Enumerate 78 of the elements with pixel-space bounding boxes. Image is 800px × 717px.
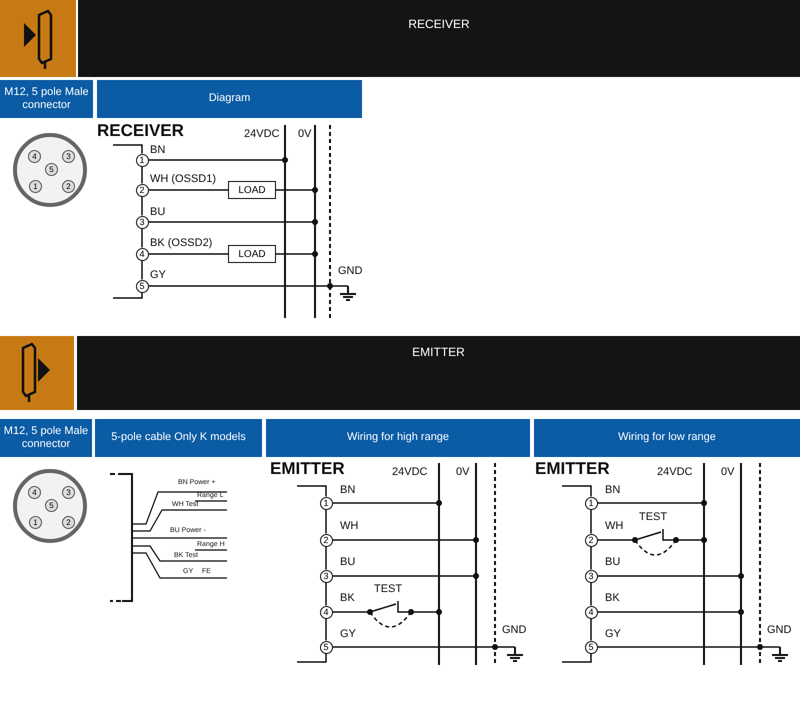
circuit-title: EMITTER bbox=[270, 460, 345, 477]
pin-number: 1 bbox=[29, 180, 42, 193]
column-header: M12, 5 pole Male connector bbox=[0, 80, 93, 118]
wire-label: BK bbox=[340, 593, 355, 604]
wire-label: BU bbox=[150, 207, 166, 218]
pin-number: 5 bbox=[584, 640, 598, 654]
pin-number: 2 bbox=[62, 516, 75, 529]
wire bbox=[141, 228, 143, 248]
pin-number: 2 bbox=[320, 534, 332, 546]
wire bbox=[141, 166, 143, 184]
wire bbox=[590, 510, 592, 534]
column-header: Wiring for high range bbox=[266, 419, 530, 457]
wire bbox=[590, 582, 592, 606]
switch-label: TEST bbox=[374, 584, 402, 595]
section-title-bar: EMITTER bbox=[77, 336, 800, 410]
wire-label: BK (OSSD2) bbox=[150, 238, 212, 249]
wire-label: GY bbox=[150, 270, 166, 281]
ground-label: GND bbox=[502, 625, 526, 636]
pin-number: 4 bbox=[320, 606, 332, 618]
load-box: LOAD bbox=[228, 181, 276, 199]
wire-label: BN bbox=[340, 485, 356, 496]
wire-label: WH (OSSD1) bbox=[150, 174, 216, 185]
pin-number: 1 bbox=[320, 496, 332, 510]
rail-label: 0V bbox=[721, 467, 734, 478]
pin-number: 4 bbox=[584, 606, 598, 618]
column-header: Wiring for low range bbox=[534, 419, 800, 457]
load-box: LOAD bbox=[228, 245, 276, 263]
pin-number: 3 bbox=[136, 216, 148, 228]
pin-number: 1 bbox=[29, 516, 42, 529]
pin-number: 2 bbox=[136, 184, 148, 196]
column-header: 5-pole cable Only K models bbox=[95, 419, 262, 457]
column-header: M12, 5 pole Male connector bbox=[0, 419, 92, 457]
wire-label: BK bbox=[605, 593, 620, 604]
pin-number: 1 bbox=[136, 154, 148, 166]
circuit-title: EMITTER bbox=[535, 460, 610, 477]
wire-label: WH bbox=[340, 521, 358, 532]
rail-label: 24VDC bbox=[392, 467, 428, 478]
ground-label: GND bbox=[767, 625, 792, 636]
pin-number: 5 bbox=[45, 499, 58, 512]
pin-number: 4 bbox=[136, 248, 148, 260]
wire bbox=[148, 189, 228, 191]
pin-number: 5 bbox=[45, 163, 58, 176]
pin-number: 4 bbox=[28, 486, 41, 499]
pin-number: 3 bbox=[62, 150, 75, 163]
pin-number: 3 bbox=[584, 570, 598, 582]
pin-number: 5 bbox=[320, 640, 332, 654]
column-header: Diagram bbox=[97, 80, 362, 118]
wire-label: BN bbox=[605, 485, 620, 496]
rail-label: 0V bbox=[298, 129, 312, 140]
rail-label: 24VDC bbox=[244, 129, 280, 140]
pin-number: 2 bbox=[584, 534, 598, 546]
wire bbox=[325, 582, 327, 606]
pin-number: 5 bbox=[136, 280, 148, 292]
wire bbox=[325, 510, 327, 534]
wire bbox=[590, 618, 592, 640]
circuit-title: RECEIVER bbox=[97, 122, 184, 139]
wire bbox=[325, 546, 327, 570]
pin-number: 1 bbox=[584, 496, 598, 510]
rail-label: 24VDC bbox=[657, 467, 692, 478]
wire-label: GY bbox=[605, 629, 621, 640]
pin-number: 2 bbox=[62, 180, 75, 193]
ground-label: GND bbox=[338, 266, 362, 277]
pin-number: 3 bbox=[62, 486, 75, 499]
wire-label: BU bbox=[605, 557, 620, 568]
rail-label: 0V bbox=[456, 467, 470, 478]
wire-label: GY bbox=[340, 629, 356, 640]
wire bbox=[141, 260, 143, 280]
pin-number: 3 bbox=[320, 570, 332, 582]
wire bbox=[141, 196, 143, 216]
section-title-bar: RECEIVER bbox=[78, 0, 800, 77]
wire-label: BN bbox=[150, 145, 166, 156]
switch-label: TEST bbox=[639, 512, 668, 523]
wire bbox=[590, 546, 592, 570]
pin-number: 4 bbox=[28, 150, 41, 163]
wire bbox=[325, 618, 327, 640]
wire-label: BU bbox=[340, 557, 356, 568]
wire bbox=[148, 253, 228, 255]
wire-label: WH bbox=[605, 521, 624, 532]
